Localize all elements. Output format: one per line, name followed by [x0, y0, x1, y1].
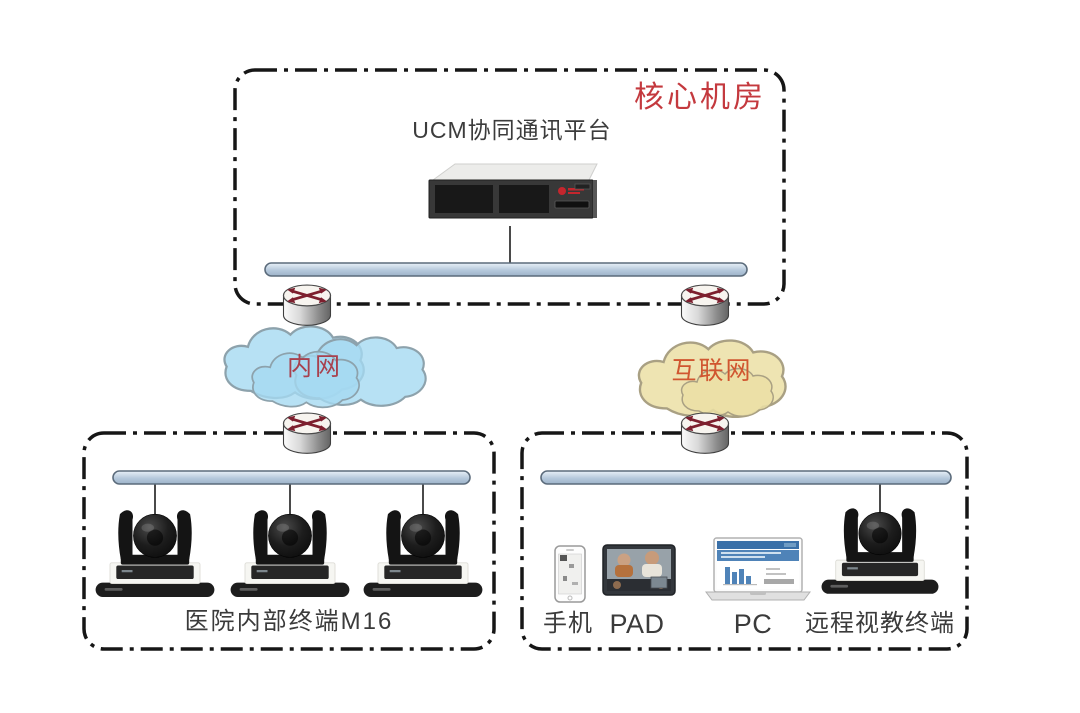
remote-camera-icon [821, 507, 939, 595]
internet-label: 互联网 [671, 357, 753, 385]
remote-bus-bar [540, 470, 952, 485]
camera-icon [95, 509, 215, 598]
hospital-bus-bar [112, 470, 471, 485]
router-core-internet-icon [680, 283, 730, 327]
remote-zone-border [520, 431, 969, 651]
camera-icon [363, 509, 483, 598]
network-buses [112, 262, 952, 485]
hospital-zone-border [82, 431, 496, 651]
core-bus-bar [264, 262, 748, 277]
camera-icon [230, 509, 350, 598]
zone-borders [82, 68, 969, 651]
device-label-phone: 手机 [543, 610, 593, 637]
device-label-pc: PC [733, 609, 773, 639]
device-label-remote-terminal: 远程视教终端 [805, 610, 955, 637]
core-room-label: 核心机房 [634, 81, 766, 114]
intranet-label: 内网 [286, 353, 343, 381]
tablet-icon [602, 544, 676, 596]
hospital-cameras [95, 509, 483, 598]
server-label: UCM协同通讯平台 [412, 117, 612, 143]
router-remote-icon [680, 411, 730, 455]
router-hospital-icon [282, 411, 332, 455]
device-label-pad: PAD [609, 609, 665, 639]
hospital-zone-label: 医院内部终端M16 [184, 608, 394, 635]
phone-icon [554, 545, 586, 603]
core-room-zone-border [233, 68, 786, 306]
ucm-server-icon [428, 163, 598, 219]
connector-lines [154, 226, 881, 517]
laptop-icon [705, 537, 811, 601]
router-core-intranet-icon [282, 283, 332, 327]
